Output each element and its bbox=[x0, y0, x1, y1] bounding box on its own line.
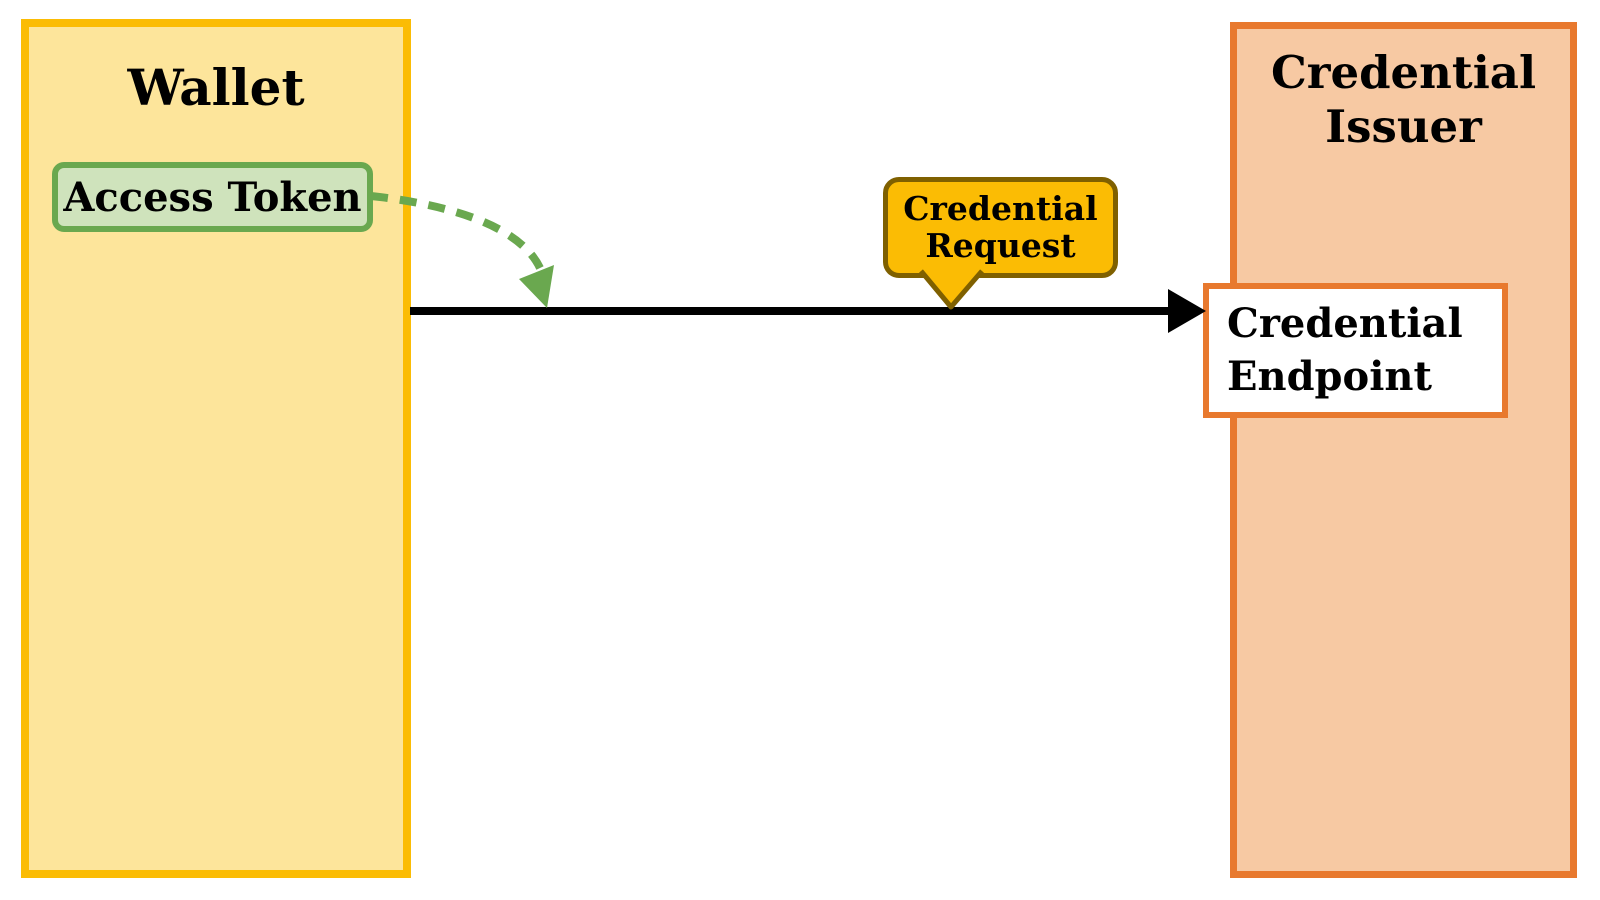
wallet-box bbox=[21, 19, 411, 878]
request-arrow bbox=[410, 289, 1206, 333]
credential-issuer-box bbox=[1230, 22, 1577, 878]
credential-request-label: Credential Request bbox=[903, 188, 1098, 265]
access-token-label: Access Token bbox=[63, 173, 362, 221]
black-arrowhead-icon bbox=[1168, 289, 1206, 333]
credential-request-bubble: Credential Request bbox=[883, 177, 1118, 278]
green-arrowhead-icon bbox=[519, 265, 554, 308]
access-token-box: Access Token bbox=[52, 162, 373, 232]
credential-endpoint-box: Credential Endpoint bbox=[1203, 283, 1508, 418]
wallet-title: Wallet bbox=[127, 58, 305, 117]
credential-endpoint-label: Credential Endpoint bbox=[1227, 299, 1463, 400]
credential-issuer-title: Credential Issuer bbox=[1270, 46, 1537, 153]
